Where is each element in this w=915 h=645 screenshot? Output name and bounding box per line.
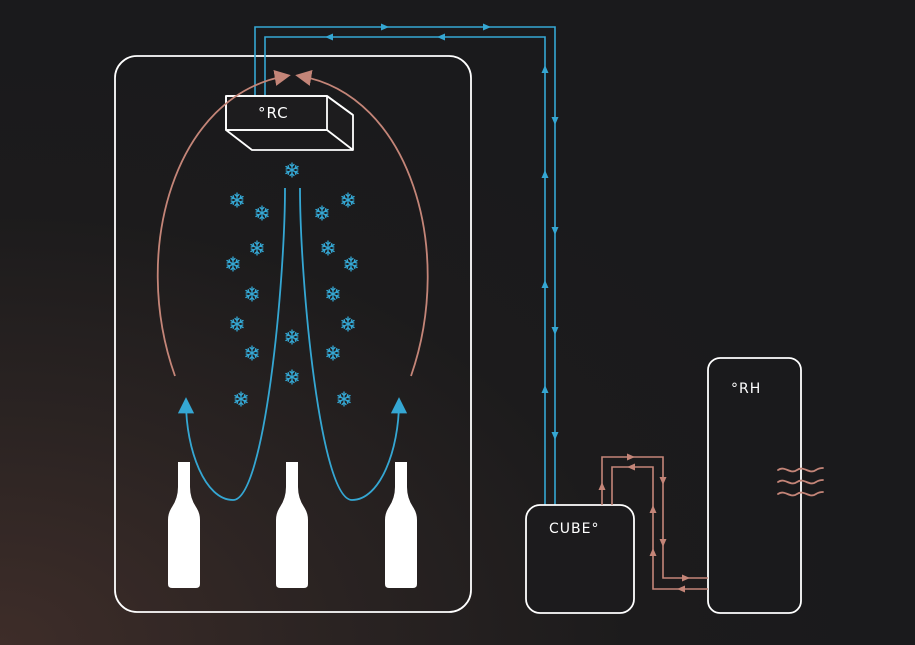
cold-air-left [177,187,286,501]
cold-air-right [299,187,408,501]
rh-unit [707,357,802,614]
wine-bottle-icon [385,462,417,588]
coolant-pipe-outer [254,26,556,505]
snowflake-icon [321,240,335,256]
snowflake-icon [245,286,259,302]
coolant-flow-arrows [325,23,559,440]
snowflake-icon [285,369,299,385]
warm-air-right [295,69,429,377]
snowflake-icon [234,391,248,407]
snowflake-icon [230,316,244,332]
snowflake-icon [326,286,340,302]
cellar-enclosure [114,55,472,613]
snowflake-icon [226,256,240,272]
coolant-pipe-inner [264,36,546,505]
heat-pipe-inner [611,466,708,590]
snowflake-icon [341,192,355,208]
wine-bottle-icon [276,462,308,588]
snowflake-icon [245,345,259,361]
snowflake-icon [255,205,269,221]
snowflake-icons [226,162,358,407]
snowflake-icon [326,345,340,361]
heat-waves-icon [777,467,824,497]
snowflake-icon [341,316,355,332]
cube-label: CUBE° [549,521,599,537]
cube-unit [525,504,635,614]
snowflake-icon [230,192,244,208]
heat-pipes [601,456,708,590]
cold-air-flow [177,187,408,501]
warm-air-left [156,69,291,377]
heat-flow-arrows [598,453,690,593]
rc-label: °RC [258,104,289,122]
coolant-pipes [254,26,556,505]
warm-air-flow [156,69,429,377]
snowflake-icon [344,256,358,272]
heat-pipe-outer [601,456,708,579]
snowflake-icon [315,205,329,221]
wine-bottle-icon [168,462,200,588]
snowflake-icon [250,240,264,256]
rh-label: °RH [731,381,761,397]
snowflake-icon [337,391,351,407]
snowflake-icon [285,329,299,345]
snowflake-icon [285,162,299,178]
rc-unit [225,95,354,151]
